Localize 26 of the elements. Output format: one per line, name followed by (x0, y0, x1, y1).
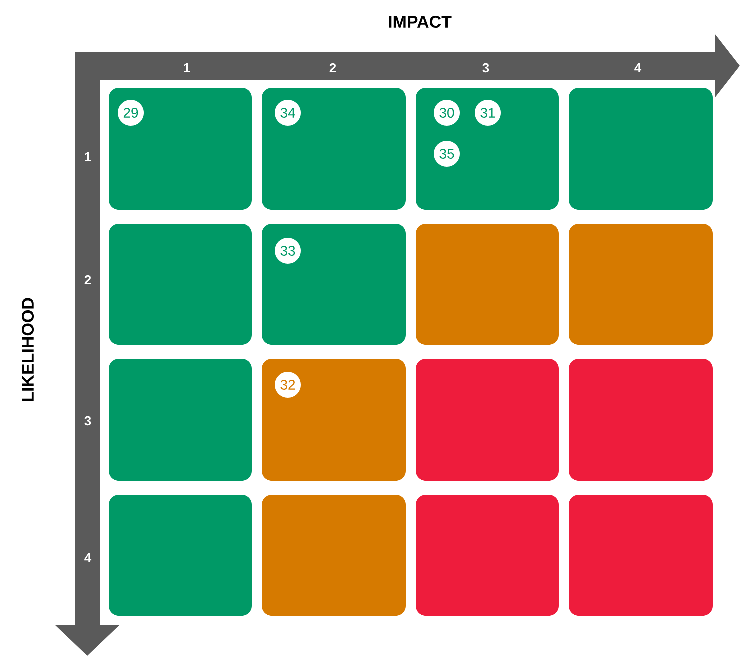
risk-cell (416, 359, 559, 481)
risk-cell (416, 224, 559, 345)
axis-tick-label: 2 (84, 275, 92, 285)
axis-tick-label: 1 (184, 64, 190, 72)
risk-cell (416, 495, 559, 616)
axis-title: LIKELIHOOD (22, 298, 34, 402)
axis-tick-label: 3 (482, 63, 490, 73)
axis-tick-label: 2 (330, 63, 336, 73)
axis-tick-label: 4 (634, 64, 642, 72)
axis-title: IMPACT (389, 16, 452, 28)
risk-cell (262, 495, 406, 616)
risk-cell (262, 359, 406, 481)
risk-cell (416, 88, 559, 210)
risk-cell (109, 88, 252, 210)
axis-tick-label: 4 (84, 554, 92, 562)
axis-tick-label: 3 (84, 416, 92, 426)
risk-cell (569, 224, 713, 345)
risk-cell (262, 88, 406, 210)
risk-cell (569, 495, 713, 616)
risk-cell (109, 359, 252, 481)
risk-cell (109, 495, 252, 616)
risk-cell (109, 224, 252, 345)
risk-cell (569, 359, 713, 481)
axis-tick-label: 1 (85, 152, 92, 162)
risk-cell (262, 224, 406, 345)
risk-cell (569, 88, 713, 210)
